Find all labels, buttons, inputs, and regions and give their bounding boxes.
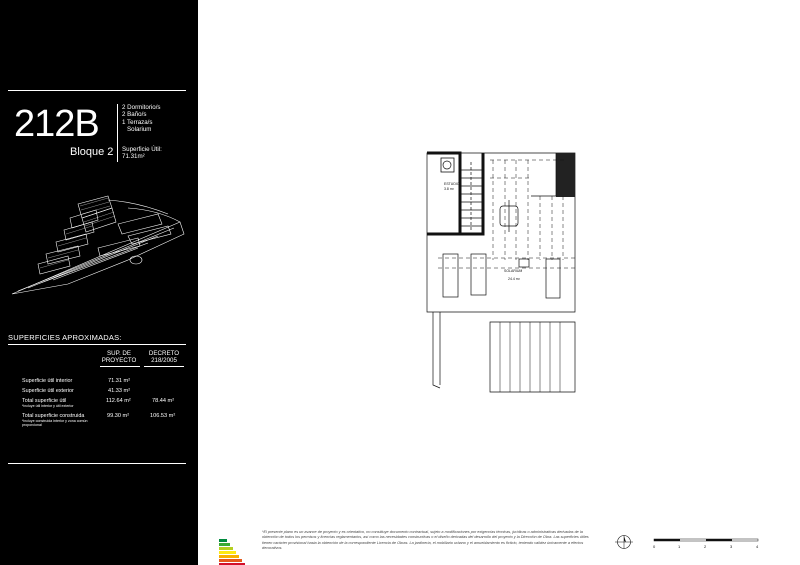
col-decreto-header: DECRETO 218/2005	[144, 350, 184, 364]
energy-rating-icon	[219, 539, 245, 565]
features-list: 2 Dormitorio/s 2 Baño/s 1 Terraza/s Sola…	[122, 104, 161, 134]
studio-area: 3.8 m²	[444, 187, 455, 191]
bottom-rule	[8, 463, 186, 464]
col-proyecto-rule	[100, 366, 140, 367]
row-label: Total superficie útil *incluye útil inte…	[22, 398, 74, 408]
scale-tick: 4	[756, 544, 759, 549]
row-label: Superficie útil exterior	[22, 388, 74, 394]
col-proyecto-header: SUP. DE PROYECTO	[100, 350, 138, 364]
feature-dormitorios: 2 Dormitorio/s	[122, 104, 161, 111]
scale-tick: 2	[704, 544, 707, 549]
lower-terrace	[432, 312, 441, 389]
surfaces-rule	[8, 344, 186, 345]
scale-tick: 0	[653, 544, 656, 549]
superficie-util-value: 71.31m²	[122, 153, 145, 161]
lounger	[545, 258, 561, 299]
col-decreto-line2: 218/2005	[151, 357, 177, 365]
studio-walls	[427, 151, 462, 236]
surfaces-title: SUPERFICIES APROXIMADAS:	[8, 333, 122, 342]
feature-terrazas: 1 Terraza/s	[122, 118, 153, 126]
scale-bar: 0 1 2 3 4	[653, 538, 759, 549]
top-rule	[8, 90, 186, 91]
solarium-label: SOLARIUM	[504, 269, 522, 273]
bloque-label: Bloque 2	[70, 146, 114, 158]
row-proyecto-value: 41.33 m²	[108, 388, 131, 394]
plan-outline	[426, 152, 576, 313]
unit-code: 212B	[14, 103, 100, 145]
stairs	[460, 169, 483, 227]
feature-banos: 2 Baño/s	[122, 111, 147, 119]
row-label: Total superficie construida *incluye con…	[22, 413, 94, 428]
header-divider	[117, 104, 118, 162]
row-label: Superficie útil interior	[22, 378, 73, 384]
sidebar: 212B Bloque 2 2 Dormitorio/s 2 Baño/s 1 …	[0, 0, 198, 565]
row-label-text: Total superficie útil	[22, 398, 67, 404]
disclaimer-text: *El presente plano es un avance de proye…	[262, 530, 589, 551]
col-proyecto-line2: PROYECTO	[101, 357, 137, 365]
col-decreto-rule	[144, 366, 184, 367]
feature-solarium: Solarium	[127, 126, 152, 134]
col-proyecto-line1: SUP. DE	[107, 350, 131, 357]
row-note: *incluye construida interior y zona comú…	[22, 419, 88, 428]
solarium-area: 24.4 m²	[508, 277, 521, 281]
superficie-util: Superficie Útil: 71.31m²	[122, 146, 162, 161]
lounger	[470, 253, 487, 296]
scale-tick: 1	[678, 544, 681, 549]
scale-tick: 3	[730, 544, 733, 549]
row-decreto-value: 106.53 m²	[150, 413, 176, 419]
superficie-util-label: Superficie Útil:	[122, 146, 162, 153]
row-proyecto-value: 112.64 m²	[106, 398, 131, 404]
row-note: *incluye útil interior y útil exterior	[22, 404, 74, 408]
studio-label: ESTUDIO	[444, 182, 460, 186]
site-aerial-image	[11, 195, 185, 295]
row-proyecto-value: 71.31 m²	[108, 378, 131, 384]
row-decreto-value: 78.44 m²	[152, 398, 175, 404]
lounger	[442, 253, 459, 298]
row-proyecto-value: 99.30 m²	[107, 413, 130, 419]
north-compass-icon	[615, 535, 633, 549]
row-label-text: Total superficie construida	[22, 413, 85, 419]
col-decreto-line1: DECRETO	[148, 350, 180, 357]
